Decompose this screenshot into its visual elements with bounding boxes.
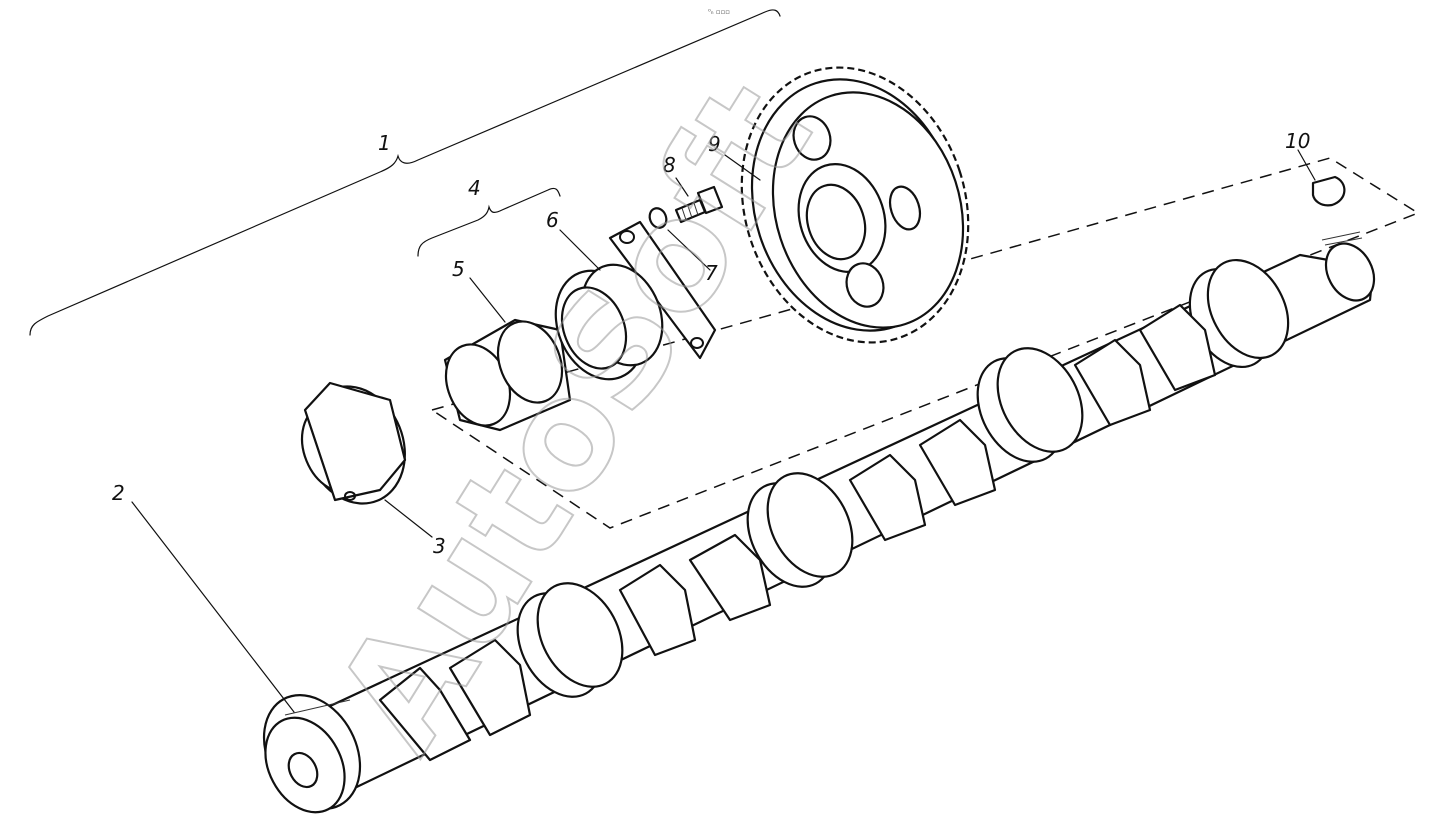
brace-assembly-4 [417,187,561,257]
top-note: ⁰ₙ ▫▫▫ [708,8,730,16]
woodruff-key-10 [1311,175,1346,207]
alignment-dashed-frame [430,157,1420,529]
rear-drive-end [1321,231,1376,302]
bearing-bushing-3 [300,381,407,505]
journal-4 [976,347,1084,463]
callout-8: 8 [663,153,676,177]
callout-5: 5 [452,257,465,281]
journal-5 [1188,258,1290,369]
callout-9: 9 [708,132,721,156]
brace-assembly-1 [29,9,781,336]
callout-6: 6 [546,208,559,232]
cam-lobes [378,303,1217,762]
journal-2 [516,582,624,698]
callout-10: 10 [1285,129,1310,153]
bushing-5 [443,318,572,432]
callout-4: 4 [468,176,481,200]
journal-3 [746,472,854,588]
lock-washer-7 [648,207,668,229]
bolt-8 [674,185,724,224]
front-journal [262,694,362,814]
callout-2: 2 [112,481,125,505]
thrust-flange-6 [554,220,717,381]
callout-3: 3 [433,534,446,558]
callout-1: 1 [378,131,391,155]
leader-lines [131,149,1316,713]
camshaft [262,231,1376,814]
camshaft-gear-9 [740,66,970,344]
callout-7: 7 [705,261,718,285]
